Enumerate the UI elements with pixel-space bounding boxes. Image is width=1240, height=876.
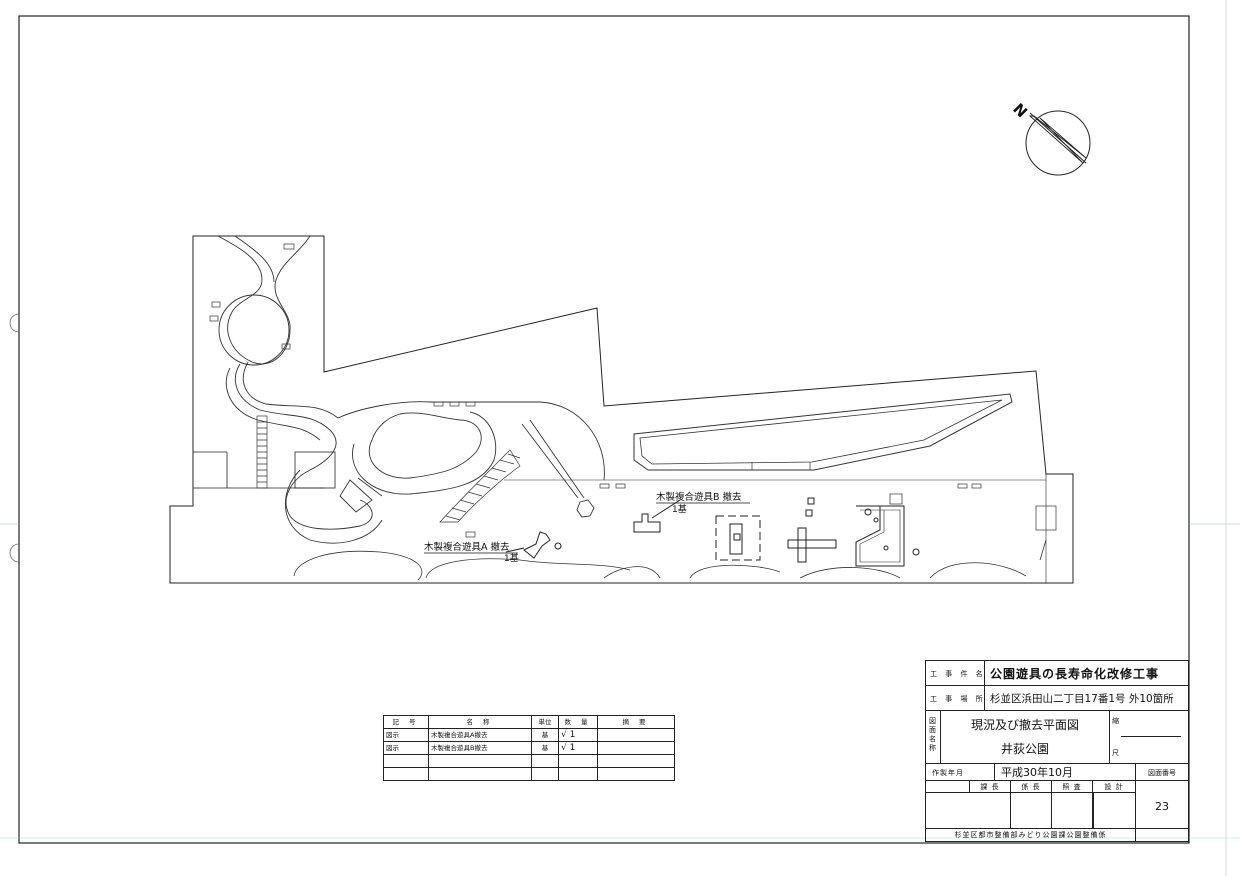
drawing-name: 現況及び撤去平面図	[970, 718, 1079, 732]
project-name: 公園遊具の長寿命化改修工事	[984, 660, 1189, 686]
winding-path	[217, 235, 605, 544]
equip-a-label: 木製複合遊具A 撤去	[424, 541, 510, 553]
north-label: N	[1009, 100, 1031, 122]
planting-strip	[633, 393, 1013, 471]
row-symbol: 図示	[383, 728, 429, 742]
number-cell	[1135, 780, 1189, 829]
drawing-border	[18, 15, 1190, 844]
north-arrow-icon: N	[1009, 100, 1091, 176]
park-name: 井荻公園	[1000, 742, 1049, 756]
row-symbol: 図示	[383, 741, 429, 755]
date-label: 作製年月	[925, 763, 995, 781]
site-boundary	[169, 235, 1074, 584]
row-note	[597, 728, 675, 742]
col-symbol: 記 号	[383, 715, 429, 729]
table-row: 図示 木製複合遊具B撤去 基 √ 1	[383, 741, 675, 755]
row-note	[597, 741, 675, 755]
stairs	[256, 415, 521, 523]
equip-b-label: 木製複合遊具B 撤去	[656, 491, 742, 503]
organization: 杉並区都市整備部みどり公園課公園整備係	[925, 828, 1136, 842]
col-name: 名 称	[428, 715, 532, 729]
planting-beds	[293, 539, 1047, 581]
row-unit: 基	[531, 728, 559, 742]
drawing-number: 23	[1155, 800, 1169, 813]
col-unit: 単位	[531, 715, 559, 729]
benches	[209, 243, 1057, 538]
punch-hole	[9, 543, 20, 563]
scale-label-1: 縮	[1112, 717, 1119, 725]
location: 杉並区浜田山二丁目17番1号 外10箇所	[984, 685, 1189, 711]
date: 平成30年10月	[994, 763, 1136, 781]
table-row-empty	[383, 767, 675, 781]
quantity-table: 記 号 名 称 単位 数 量 摘 要 図示 木製複合遊具A撤去 基 √ 1 図示…	[383, 715, 675, 781]
col-note: 摘 要	[597, 715, 675, 729]
row-name: 木製複合遊具A撤去	[428, 728, 532, 742]
play-equipment	[715, 497, 920, 567]
table-row: 図示 木製複合遊具A撤去 基 √ 1	[383, 728, 675, 742]
equipment-a-symbol	[505, 531, 562, 559]
punch-hole	[9, 313, 20, 333]
number-label: 図面番号	[1135, 763, 1189, 781]
drawing-label: 図面名称	[925, 710, 941, 764]
row-qty: √ 1	[558, 728, 598, 742]
project-label: 工 事 件 名	[925, 660, 985, 686]
row-name: 木製複合遊具B撤去	[428, 741, 532, 755]
table-header-row: 記 号 名 称 単位 数 量 摘 要	[383, 715, 675, 729]
row-qty: √ 1	[558, 741, 598, 755]
table-row-empty	[383, 754, 675, 768]
scale-label-2: 尺	[1112, 749, 1119, 757]
row-unit: 基	[531, 741, 559, 755]
equip-a-count: 1基	[504, 552, 519, 564]
plan-labels: 木製複合遊具B 撤去 1基 木製複合遊具A 撤去 1基	[424, 491, 750, 564]
title-block: 工 事 件 名 公園遊具の長寿命化改修工事 工 事 場 所 杉並区浜田山二丁目1…	[925, 660, 1189, 842]
location-label: 工 事 場 所	[925, 685, 985, 711]
col-qty: 数 量	[558, 715, 598, 729]
equip-b-count: 1基	[672, 503, 687, 515]
